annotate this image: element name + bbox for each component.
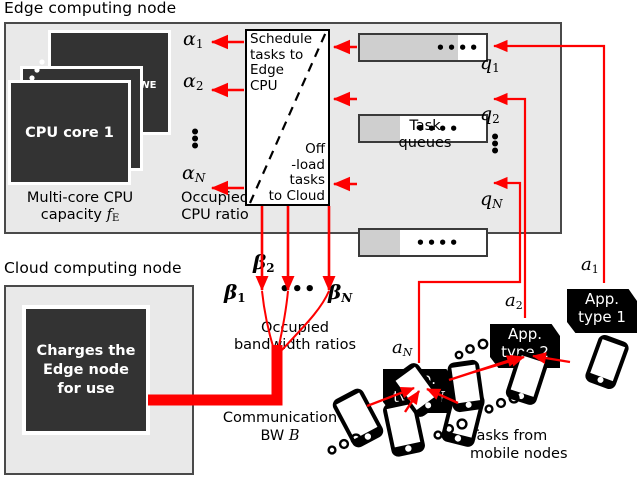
task-queues-caption: Task queues [398, 118, 452, 151]
app-type-1-box[interactable]: App. type 1 [567, 289, 637, 333]
task-queue-fill-1 [360, 35, 459, 60]
scheduler-box[interactable]: Schedule tasks to Edge CPU Off -load tas… [245, 29, 330, 206]
beta-drop-lines [255, 206, 336, 292]
app1-to-queue1-link [493, 39, 606, 283]
cpu-core-1-label: CPU core 1 [25, 124, 114, 141]
task-queue-bar-2: •••• [358, 114, 488, 143]
alpha-arrows [210, 34, 244, 196]
task-queue-fill-2 [360, 116, 401, 141]
cloud-panel-title: Cloud computing node [4, 259, 182, 277]
appn-to-queuen-link [417, 176, 522, 363]
app-type-1-line2: type 1 [578, 308, 626, 326]
schedule-to-edge-text: Schedule tasks to Edge CPU [250, 31, 313, 94]
arrival-rate-a2-label: a2 [505, 290, 523, 312]
communication-bw-caption: Communication BW B [222, 410, 338, 444]
alpha-vertical-dots: ••• [189, 123, 201, 157]
communication-link-trunk [148, 345, 283, 406]
task-queue-bar-1: •••• [358, 33, 488, 62]
queue-1-label: q1 [480, 52, 500, 75]
cloud-card-line2: Edge node [42, 361, 130, 378]
alpha-n-label: αN [182, 162, 206, 185]
beta-1-label: β1 [224, 280, 246, 305]
cloud-charges-card: Charges the Edge node for use [22, 305, 150, 435]
occupied-cpu-ratio-caption: Occupied CPU ratio [181, 190, 249, 223]
cpu-core-card-1: CPU core 1 [8, 80, 131, 185]
queue-2-label: q2 [480, 103, 500, 126]
cpu-capacity-caption: Multi-core CPU capacity fE [26, 190, 134, 224]
app-type-2-line1: App. [507, 325, 543, 343]
alpha-1-label: α1 [183, 28, 204, 51]
occupied-bandwidth-caption: Occupied bandwidth ratios [233, 320, 357, 353]
alpha-2-label: α2 [183, 70, 204, 93]
arrival-rate-an-label: aN [392, 337, 413, 359]
mobile-nodes-caption: Tasks from mobile nodes [470, 428, 568, 462]
edge-panel-title: Edge computing node [4, 0, 177, 17]
app-type-1-line1: App. [584, 290, 620, 308]
task-queue-bar-n: •••• [358, 228, 488, 257]
bandwidth-converge-lines [261, 290, 330, 351]
app2-to-queue2-link [493, 92, 527, 318]
mobile-phone-icons [332, 335, 629, 457]
queue-n-label: qN [480, 188, 503, 211]
cloud-card-line3: for use [57, 380, 115, 397]
offload-to-cloud-text: Off -load tasks to Cloud [268, 141, 325, 204]
queue-to-scheduler-arrows [332, 39, 357, 192]
queues-vertical-dots: ••• [489, 128, 501, 162]
task-queue-fill-n [360, 230, 401, 255]
cloud-card-line1: Charges the [36, 342, 136, 359]
arrival-rate-a1-label: a1 [581, 254, 599, 276]
phone-to-app-arrows [366, 352, 571, 413]
phone-group-ellipsis-dots [327, 338, 520, 455]
